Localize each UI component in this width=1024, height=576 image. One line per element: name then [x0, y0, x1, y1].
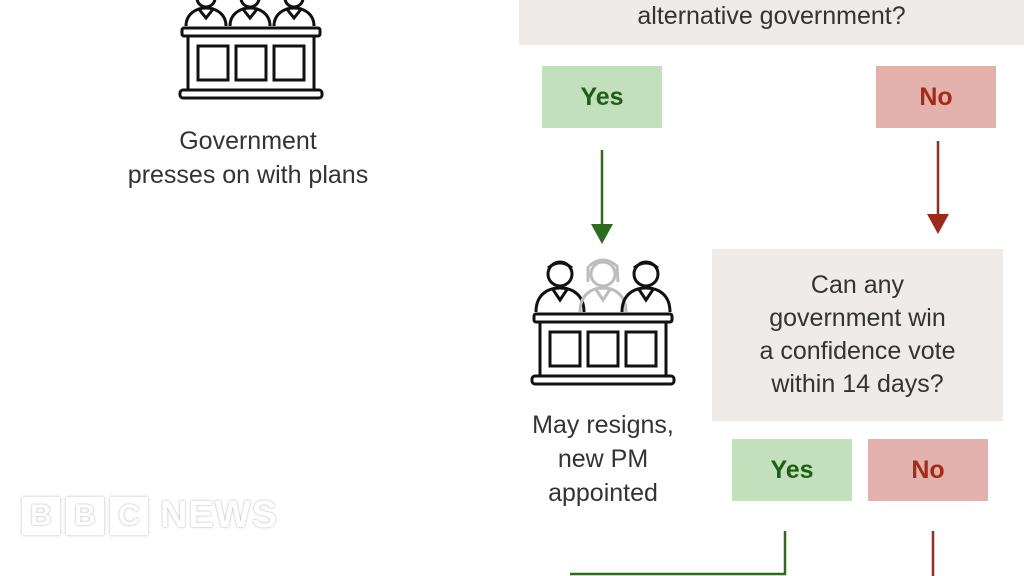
outcome-government-presses-on: Government presses on with plans	[127, 127, 369, 189]
no-label-bottom: No	[911, 455, 945, 484]
parliament-bench-icon	[178, 0, 324, 100]
connector-yes-bottom	[570, 531, 787, 576]
bbc-news-logo: B B C NEWS	[22, 494, 278, 537]
yes-label-top: Yes	[580, 82, 624, 111]
yes-label-bottom: Yes	[770, 455, 814, 484]
logo-letter-c: C	[110, 496, 148, 535]
yes-box-top: Yes	[542, 66, 662, 128]
no-box-bottom: No	[868, 439, 988, 501]
arrowhead-no-top	[927, 214, 949, 234]
question-confidence-vote: Can any government win a confidence vote…	[712, 249, 1003, 421]
question-alternative-government: alternative government?	[519, 0, 1024, 45]
logo-letter-b1: B	[22, 496, 60, 535]
question-confidence-vote-text: Can any government win a confidence vote…	[759, 271, 956, 398]
no-box-top: No	[876, 66, 996, 128]
yes-box-bottom: Yes	[732, 439, 852, 501]
no-label-top: No	[919, 82, 953, 111]
logo-letter-b2: B	[66, 496, 104, 535]
logo-news-text: NEWS	[160, 494, 278, 536]
outcome-may-resigns: May resigns, new PM appointed	[532, 411, 674, 507]
parliament-bench-faded-member-icon	[530, 258, 676, 386]
arrowhead-yes-top	[591, 224, 613, 244]
question-alternative-government-text: alternative government?	[637, 2, 906, 30]
